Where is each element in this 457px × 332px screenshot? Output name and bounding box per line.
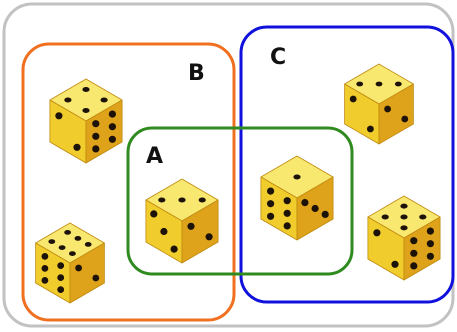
die-pip bbox=[384, 105, 391, 113]
die-pip bbox=[391, 260, 399, 268]
set-b-label: B bbox=[188, 61, 205, 86]
die-pip bbox=[283, 197, 291, 205]
set-a-rect bbox=[126, 126, 354, 276]
die bbox=[344, 63, 414, 145]
die-pip bbox=[321, 210, 329, 218]
die-pip bbox=[356, 81, 364, 87]
die-pip bbox=[178, 197, 186, 203]
die-pip bbox=[410, 237, 418, 245]
die bbox=[367, 195, 441, 281]
die-pip bbox=[205, 233, 213, 241]
die-pip bbox=[198, 197, 206, 203]
set-c-label: C bbox=[270, 45, 286, 70]
die-face-right bbox=[69, 242, 105, 304]
die-pip bbox=[160, 227, 168, 236]
die-pip bbox=[426, 252, 434, 260]
die-pip bbox=[267, 200, 275, 208]
die-pip bbox=[92, 120, 100, 128]
die-face-right bbox=[181, 199, 219, 264]
die-pip bbox=[108, 135, 116, 143]
die-pip bbox=[100, 97, 108, 103]
die-pip bbox=[74, 236, 82, 241]
die-face-right bbox=[378, 83, 414, 145]
die-pip bbox=[349, 95, 357, 103]
die-pip bbox=[375, 81, 383, 87]
die-pip bbox=[41, 277, 49, 284]
die-pip bbox=[293, 174, 301, 180]
die-pip bbox=[381, 214, 389, 220]
die-pip bbox=[400, 214, 408, 220]
die-pip bbox=[57, 274, 65, 281]
die-pip bbox=[301, 199, 309, 207]
die-pip bbox=[426, 227, 434, 235]
die-pip bbox=[41, 253, 49, 260]
set-b-rect bbox=[21, 42, 236, 322]
die-pip bbox=[64, 230, 71, 235]
die-pip bbox=[426, 240, 434, 248]
die-pip bbox=[69, 251, 76, 256]
die-pip bbox=[108, 123, 116, 131]
die-pip bbox=[400, 225, 408, 231]
die-pip bbox=[57, 286, 65, 293]
set-c-rect bbox=[239, 25, 455, 304]
die-pip bbox=[108, 110, 116, 118]
die-pip bbox=[48, 239, 56, 245]
die-pip bbox=[367, 125, 374, 133]
die-pip bbox=[410, 249, 418, 257]
die-pip bbox=[373, 229, 381, 237]
die-pip bbox=[92, 132, 100, 140]
die-pip bbox=[158, 197, 166, 203]
die-pip bbox=[82, 87, 90, 92]
die bbox=[35, 222, 105, 304]
die-pip bbox=[394, 81, 402, 87]
die-pip bbox=[92, 274, 100, 282]
die-pip bbox=[267, 212, 275, 220]
die-pip bbox=[283, 209, 291, 217]
die-pip bbox=[75, 264, 82, 272]
die bbox=[49, 78, 123, 164]
set-a-label: A bbox=[146, 144, 163, 169]
die-pip bbox=[283, 222, 291, 230]
die-pip bbox=[57, 262, 65, 269]
die-pip bbox=[170, 245, 178, 253]
die bbox=[145, 178, 219, 264]
die-pip bbox=[419, 214, 427, 220]
die-pip bbox=[84, 242, 92, 247]
die bbox=[260, 155, 334, 241]
die-pip bbox=[311, 204, 319, 213]
die-pip bbox=[401, 115, 409, 123]
die-pip bbox=[410, 262, 418, 270]
die-pip bbox=[267, 187, 275, 195]
dice-layer bbox=[35, 63, 441, 304]
die-pip bbox=[41, 265, 49, 272]
die-pip bbox=[82, 108, 90, 113]
die-pip bbox=[92, 145, 100, 153]
die-pip bbox=[55, 112, 63, 120]
die-pip bbox=[187, 222, 195, 230]
die-pip bbox=[73, 143, 81, 151]
die-pip bbox=[400, 203, 408, 209]
die-pip bbox=[150, 210, 158, 218]
die-pip bbox=[64, 97, 72, 103]
die-pip bbox=[58, 245, 66, 251]
